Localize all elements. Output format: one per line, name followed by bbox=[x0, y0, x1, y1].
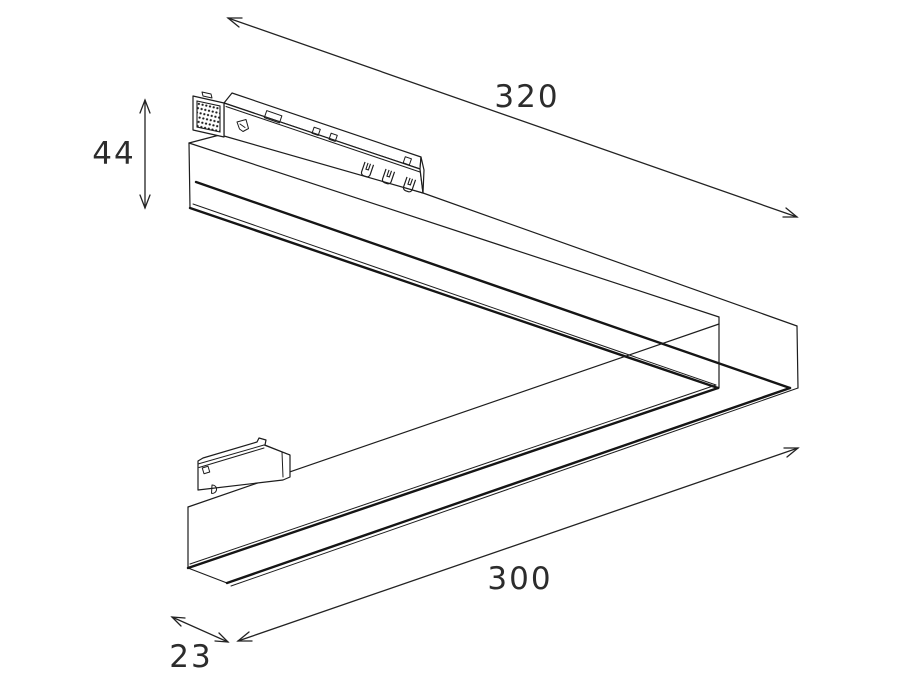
bottom-edge bbox=[188, 206, 720, 390]
dimension-line bbox=[237, 447, 799, 642]
dimension-44: 44 bbox=[92, 98, 151, 210]
arrowhead-start bbox=[226, 17, 243, 28]
dimension-23: 23 bbox=[169, 616, 230, 675]
arrowhead-end bbox=[783, 447, 800, 458]
track-adapter-top-arm bbox=[192, 91, 425, 194]
front-top-edge bbox=[188, 142, 720, 318]
outer-bottom-silhouette bbox=[230, 387, 799, 587]
arrowhead-bottom bbox=[139, 194, 151, 210]
top-arm-profile bbox=[188, 131, 799, 390]
track-adapter-bottom-arm bbox=[197, 437, 291, 494]
lens-groove-line bbox=[194, 180, 792, 390]
square-hole-2 bbox=[328, 132, 338, 142]
bottom-edge-miter bbox=[186, 386, 720, 570]
dimension-line bbox=[171, 616, 229, 643]
end-face-bottom-edge bbox=[187, 567, 228, 584]
lens-groove-miter bbox=[225, 386, 792, 585]
square-hole-1 bbox=[311, 126, 321, 136]
dimension-label-300: 300 bbox=[487, 561, 552, 597]
dimension-label-44: 44 bbox=[92, 136, 135, 172]
connector-d-hole bbox=[211, 484, 218, 494]
end-cap-louver-grid bbox=[196, 100, 221, 133]
arrowhead-end bbox=[782, 207, 799, 218]
square-hole-3 bbox=[402, 156, 412, 166]
arrowhead-start bbox=[236, 631, 253, 642]
arrowhead-start bbox=[170, 616, 186, 627]
arrowhead-top bbox=[139, 98, 151, 114]
adapter-front-rim-line bbox=[225, 106, 421, 173]
dimension-300: 300 bbox=[236, 447, 800, 642]
dimension-label-320: 320 bbox=[494, 79, 559, 115]
bottom-edge-inner bbox=[189, 384, 717, 565]
square-hole bbox=[201, 465, 211, 475]
dimension-label-23: 23 bbox=[169, 639, 212, 675]
adapter-front-rim-line bbox=[197, 444, 265, 468]
dimension-line bbox=[227, 17, 798, 218]
bottom-edge-inner bbox=[192, 203, 717, 386]
adapter-corner-edge bbox=[263, 444, 291, 478]
dimension-320: 320 bbox=[226, 17, 799, 218]
arrowhead-end bbox=[214, 632, 230, 643]
adapter-right-end-face bbox=[419, 156, 425, 194]
outer-corner-vertical-edge bbox=[796, 325, 799, 389]
end-cap-tab bbox=[201, 91, 213, 99]
latch-bracket bbox=[236, 119, 249, 132]
wiring-hole bbox=[263, 110, 283, 124]
end-face-left-edge bbox=[188, 142, 191, 209]
